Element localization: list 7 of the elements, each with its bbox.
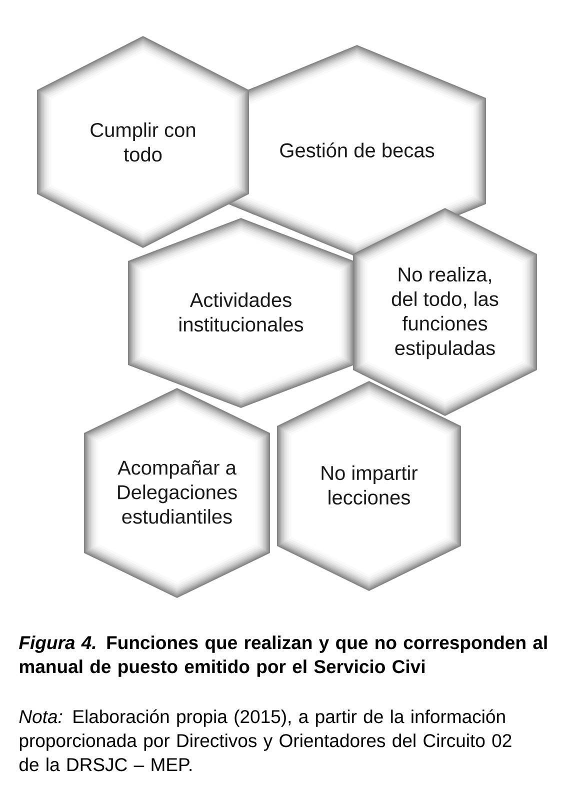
hexagon: Actividades institucionales	[128, 218, 354, 408]
hexagon: Cumplir con todo	[37, 36, 249, 248]
hexagon: No impartir lecciones	[277, 381, 461, 591]
hexagon: Acompañar a Delegaciones estudiantiles	[84, 388, 270, 598]
hexagon: No realiza, del todo, las funciones estipuladas	[353, 208, 537, 416]
note-text: Nota: Elaboración propia (2015), a partir de la información proporcionada por Directivos y Orientadores del Circuito 02 de la DRSJC – MEP.	[19, 709, 512, 772]
caption: Figura 4. Funciones que realizan y que no corresponden al manual de puesto emitido por el Servicio Civi	[19, 636, 547, 677]
